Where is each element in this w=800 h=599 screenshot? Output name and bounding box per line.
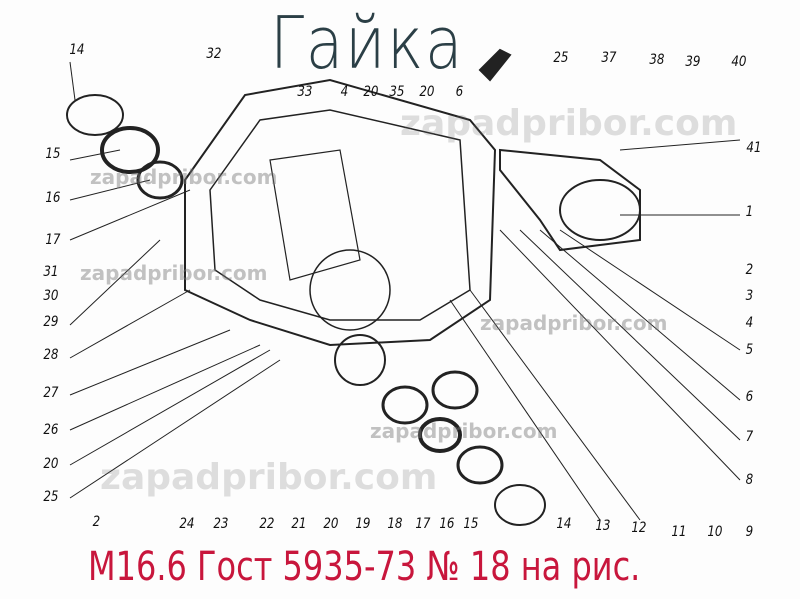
watermark: zapadpribor.com [400, 103, 738, 144]
watermark: zapadpribor.com [480, 311, 668, 335]
callout: 6 [455, 84, 464, 100]
callout: 20 [323, 516, 339, 532]
callout: 4 [340, 84, 349, 100]
callout: 27 [43, 385, 59, 401]
callout: 33 [297, 84, 313, 100]
callout: 28 [43, 347, 59, 363]
callout: 12 [631, 520, 647, 536]
callout: 35 [389, 84, 405, 100]
callout: 31 [43, 264, 59, 280]
watermark: zapadpribor.com [90, 165, 278, 189]
callout: 37 [601, 50, 617, 66]
callout: 16 [439, 516, 455, 532]
callout: 1 [745, 204, 754, 220]
callout: 24 [179, 516, 195, 532]
watermark: zapadpribor.com [370, 419, 558, 443]
page-title: Гайка [270, 1, 465, 85]
callout: 22 [259, 516, 275, 532]
callout: 20 [43, 456, 59, 472]
callout: 13 [595, 518, 611, 534]
callout: 9 [745, 524, 754, 540]
gearbox-housing [184, 78, 497, 347]
callout: 39 [685, 54, 701, 70]
callout: 17 [415, 516, 431, 532]
callout: 19 [355, 516, 371, 532]
watermark: zapadpribor.com [100, 457, 438, 498]
callout: 30 [43, 288, 59, 304]
callout: 15 [45, 146, 61, 162]
watermark: zapadpribor.com [80, 261, 268, 285]
callout: 6 [745, 389, 754, 405]
callout: 2 [92, 514, 101, 530]
callout: 2 [745, 262, 754, 278]
callout: 21 [291, 516, 307, 532]
callout: 7 [745, 429, 754, 445]
callout: 4 [745, 315, 754, 331]
callout: 14 [556, 516, 572, 532]
callout: 11 [671, 524, 687, 540]
callout: 18 [387, 516, 403, 532]
callout: 16 [45, 190, 61, 206]
callout: 32 [206, 46, 222, 62]
part-caption: M16.6 Гост 5935-73 № 18 на рис. [88, 544, 641, 590]
callout: 23 [213, 516, 229, 532]
callout: 20 [363, 84, 379, 100]
callout: 40 [731, 54, 747, 70]
leader-lines [69, 61, 741, 521]
callout: 3 [745, 288, 754, 304]
callout: 29 [43, 314, 59, 330]
callout: 38 [649, 52, 665, 68]
callout: 25 [553, 50, 569, 66]
callout: 10 [707, 524, 723, 540]
callout: 20 [419, 84, 435, 100]
callout: 15 [463, 516, 479, 532]
callout: 5 [745, 342, 754, 358]
callout: 17 [45, 232, 61, 248]
callout: 26 [43, 422, 59, 438]
callout: 8 [745, 472, 754, 488]
callout: 25 [43, 489, 59, 505]
callout: 41 [746, 140, 762, 156]
ring-part [66, 94, 124, 136]
callout: 14 [69, 42, 85, 58]
